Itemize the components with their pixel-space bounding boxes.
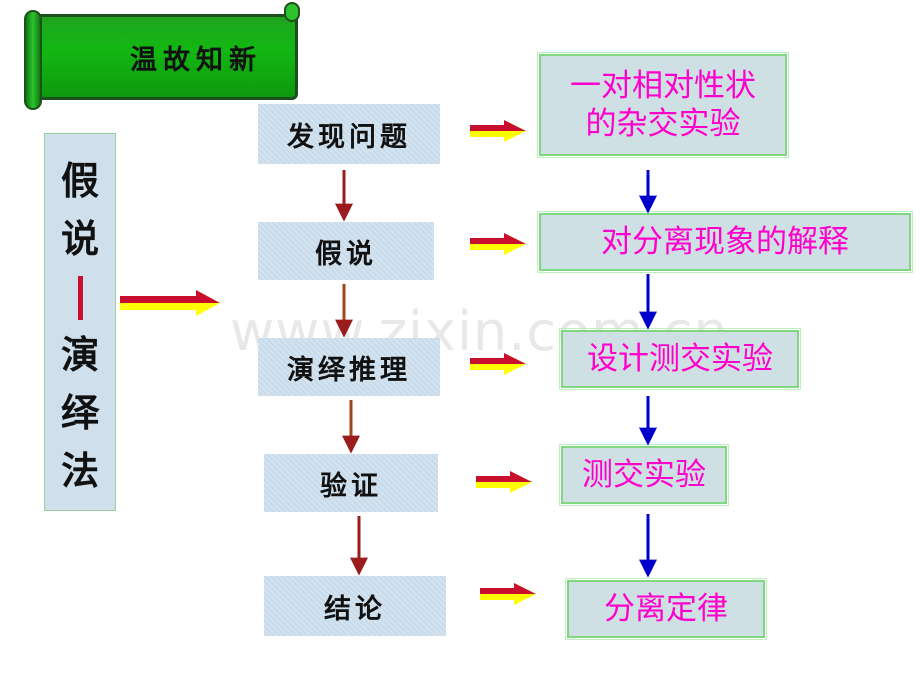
step5-to-result5-arrow [480, 583, 536, 605]
result-box-4: 测交实验 [559, 444, 729, 506]
method-to-steps-arrow [120, 290, 220, 316]
step-verification: 验证 [264, 454, 438, 512]
step2-to-result2-arrow [470, 233, 526, 255]
method-char: 演 [60, 332, 99, 377]
method-char: 假 [60, 158, 99, 203]
method-char: 绎 [60, 390, 99, 435]
method-char: 说 [60, 216, 99, 261]
result-1-line2: 的杂交实验 [585, 106, 741, 142]
result-1-line1: 一对相对性状 [570, 68, 756, 104]
banner-title: 温故知新 [130, 44, 262, 76]
step3-to-result3-arrow [470, 353, 526, 375]
step-hypothesis: 假说 [258, 222, 434, 280]
result-box-1: 一对相对性状 的杂交实验 [537, 52, 789, 158]
result-box-5: 分离定律 [565, 578, 767, 640]
result-box-3: 设计测交实验 [559, 328, 801, 390]
step1-to-result1-arrow [470, 120, 526, 142]
step-discover-problem: 发现问题 [258, 104, 440, 164]
scroll-roll-left [24, 10, 42, 110]
step4-to-result4-arrow [476, 471, 532, 493]
method-dash [77, 276, 83, 320]
scroll-roll-right [284, 2, 300, 22]
result-5-text: 分离定律 [604, 591, 728, 627]
title-banner [30, 14, 298, 100]
step-conclusion: 结论 [264, 576, 446, 636]
method-box: 假 说 演 绎 法 [44, 133, 116, 511]
result-2-text: 对分离现象的解释 [601, 224, 849, 260]
result-4-text: 测交实验 [582, 457, 706, 493]
result-box-2: 对分离现象的解释 [537, 211, 913, 273]
method-char: 法 [60, 448, 99, 493]
step-deductive-reasoning: 演绎推理 [258, 338, 440, 396]
result-3-text: 设计测交实验 [587, 341, 773, 377]
